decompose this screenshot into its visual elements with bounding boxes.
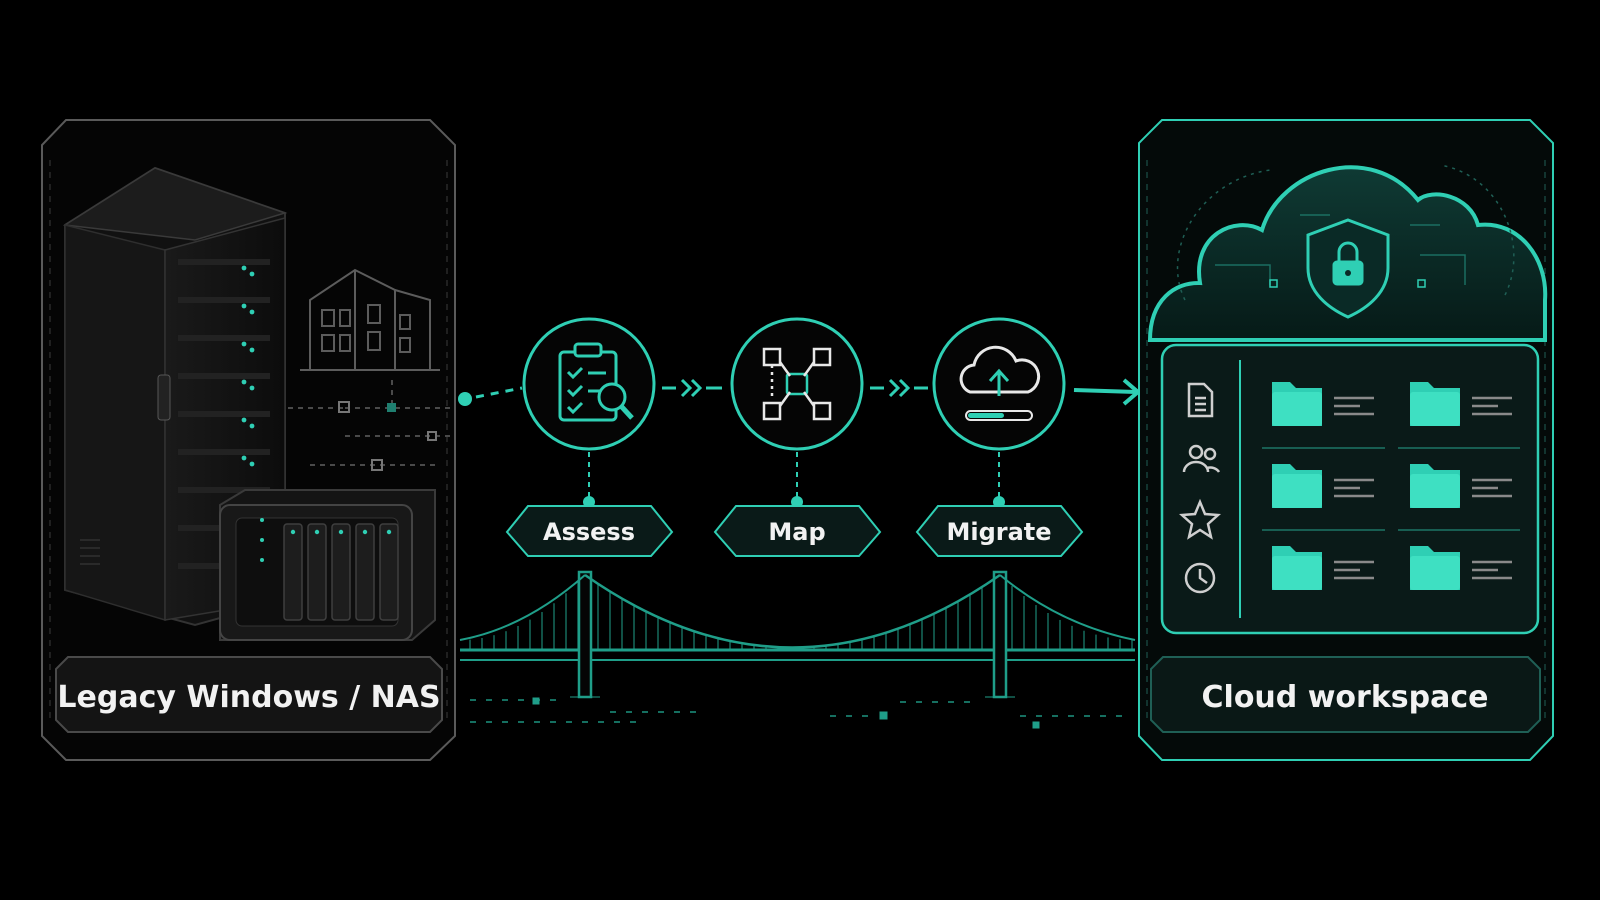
shield-lock-icon [1306,218,1390,319]
arrow-map-migrate [870,378,928,398]
destination-label: Cloud workspace [1201,680,1489,715]
folder-icon [1410,464,1512,508]
clipboard-search-icon [558,342,634,422]
folder-icon [1272,546,1374,590]
source-panel [41,119,456,761]
step-migrate [915,317,1084,557]
step-label-map: Map [768,518,826,546]
step-map [713,317,882,557]
document-icon [1187,382,1214,418]
destination-panel [1138,119,1554,761]
users-icon [1182,444,1221,473]
arrow-migrate-cloud [1073,378,1142,406]
arrow-assess-map [662,378,722,398]
step-label-migrate: Migrate [946,518,1052,546]
source-connector [458,386,523,406]
folder-icon [1272,382,1374,426]
clock-icon [1184,562,1216,594]
folder-icon [1410,546,1512,590]
bridge-illustration [459,570,1136,729]
step-label-assess: Assess [543,518,635,546]
star-icon [1178,498,1222,540]
nas-device-icon [219,489,436,641]
cloud-upload-icon [959,345,1041,421]
folder-icon [1272,464,1374,508]
folder-icon [1410,382,1512,426]
source-label: Legacy Windows / NAS [57,680,441,715]
office-building-icon [300,268,440,371]
step-assess [505,317,674,557]
node-map-icon [762,347,832,421]
